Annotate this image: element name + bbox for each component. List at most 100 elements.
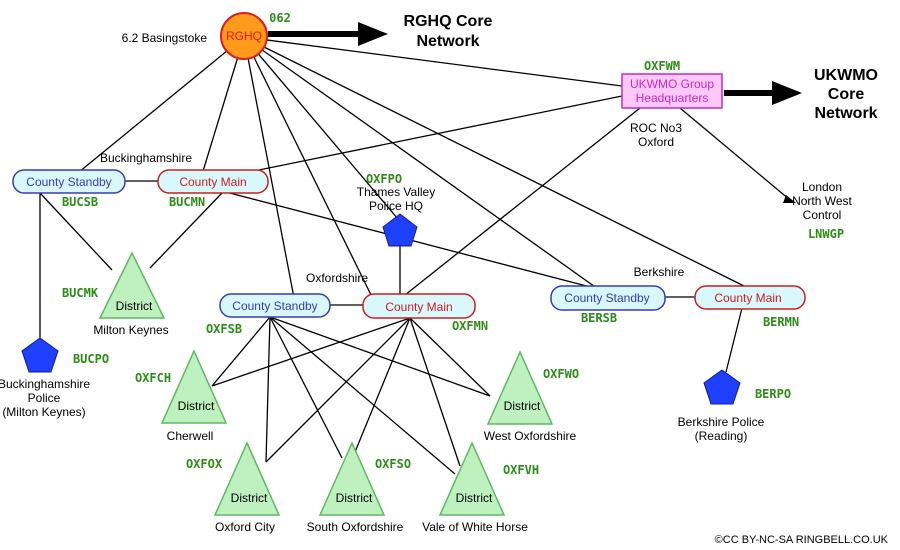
vale-triangle	[438, 441, 506, 516]
link-oxfsb-westoxon	[269, 316, 491, 397]
berks-standby-label: County Standby	[564, 291, 649, 305]
oxford-city-node: District	[213, 441, 281, 516]
rghq-core-line2: Network	[416, 33, 479, 50]
oxon-main-node: County Main	[362, 293, 476, 319]
bucks-main-label: County Main	[179, 175, 246, 189]
arrow-london	[783, 195, 796, 203]
oxon-standby-label: County Standby	[232, 299, 317, 313]
oxon-region-label: Oxfordshire	[306, 271, 368, 285]
rghq-label: RGHQ	[226, 29, 262, 43]
berks-main-label: County Main	[714, 291, 781, 305]
bucks-main-node: County Main	[157, 169, 269, 194]
ukwmo-core-line3: Network	[814, 105, 877, 122]
link-group-bucmn	[204, 95, 623, 182]
vale-name: Vale of White Horse	[422, 520, 528, 534]
ukwmo-group-code: OXFWM	[644, 59, 680, 73]
ukwmo-core-line2: Core	[828, 86, 865, 103]
link-oxfsb-southoxon	[269, 316, 343, 459]
bucks-police-line1: Buckinghamshire	[0, 377, 90, 391]
west-oxon-name: West Oxfordshire	[484, 429, 577, 443]
berks-standby-node: County Standby	[550, 285, 666, 311]
bucks-district-name: Milton Keynes	[93, 323, 168, 337]
link-bucsb-bucmk	[39, 192, 113, 271]
oxon-main-code: OXFMN	[452, 319, 488, 333]
bucks-standby-code: BUCSB	[62, 195, 98, 209]
vale-node: District	[438, 441, 506, 516]
cherwell-name: Cherwell	[167, 429, 214, 443]
oxon-standby-node: County Standby	[219, 293, 331, 318]
bucks-police-code: BUCPO	[73, 352, 109, 366]
link-rghq-bersb	[243, 36, 599, 290]
bucks-standby-label: County Standby	[26, 175, 111, 189]
oxon-standby-code: OXFSB	[206, 322, 242, 336]
cherwell-label: District	[178, 399, 215, 413]
connection-lines	[39, 36, 791, 475]
oxon-main-label: County Main	[385, 300, 452, 314]
bucks-police-pentagon	[21, 337, 59, 373]
ukwmo-group-loc2: Oxford	[638, 135, 674, 149]
oxford-city-name: Oxford City	[215, 520, 275, 534]
london-line3: Control	[803, 208, 842, 222]
link-oxfmn-oxfordcity	[265, 317, 411, 463]
bucks-district-label: District	[116, 299, 153, 313]
bucks-district-node: District	[98, 251, 166, 319]
west-oxon-code: OXFWO	[543, 367, 579, 381]
west-oxon-label: District	[504, 399, 541, 413]
copyright-notice: ©CC BY-NC-SA RINGBELL.CO.UK	[715, 534, 889, 546]
cherwell-triangle	[160, 349, 228, 424]
oxford-city-code: OXFOX	[186, 457, 223, 471]
ukwmo-group-line1: UKWMO Group	[630, 77, 714, 91]
berks-police-code: BERPO	[755, 387, 791, 401]
link-oxfmn-vale	[409, 317, 461, 467]
south-oxon-triangle	[318, 441, 386, 516]
link-bucmn-bucmk	[149, 192, 223, 269]
rghq-circle	[220, 12, 268, 60]
arrow-rghq-core	[268, 22, 388, 46]
rghq-core-line1: RGHQ Core	[404, 13, 493, 30]
link-group-london	[679, 107, 791, 201]
ukwmo-group-loc1: ROC No3	[630, 121, 682, 135]
south-oxon-name: South Oxfordshire	[307, 520, 404, 534]
link-oxfmn-westoxon	[409, 317, 491, 397]
bucks-main-code: BUCMN	[169, 195, 205, 209]
berks-region-label: Berkshire	[634, 265, 685, 279]
cherwell-node: District	[160, 349, 228, 424]
ukwmo-group-line2: Headquarters	[636, 91, 709, 105]
south-oxon-label: District	[336, 491, 373, 505]
link-rghq-oxfpo	[243, 36, 399, 220]
ukwmo-group-box	[621, 73, 723, 109]
berks-police-pentagon	[703, 369, 741, 405]
rghq-location: 6.2 Basingstoke	[122, 31, 208, 45]
cherwell-code: OXFCH	[135, 371, 171, 385]
berks-standby-code: BERSB	[581, 311, 617, 325]
south-oxon-node: District	[318, 441, 386, 516]
berks-main-node: County Main	[694, 285, 806, 310]
bucks-police-line3: (Milton Keynes)	[2, 405, 85, 419]
link-oxfmn-southoxon	[354, 317, 411, 453]
bucks-standby-node: County Standby	[12, 169, 126, 194]
bucks-region-label: Buckinghamshire	[100, 151, 192, 165]
rghq-node: RGHQ	[220, 12, 268, 60]
west-oxon-triangle	[486, 350, 554, 425]
link-rghq-bermn	[243, 36, 749, 289]
link-rghq-bucsb	[67, 36, 245, 182]
bucks-police-line2: Police	[28, 391, 61, 405]
bucks-district-code: BUCMK	[62, 286, 99, 300]
vale-code: OXFVH	[503, 463, 539, 477]
tv-police-line1: Thames Valley	[357, 185, 435, 199]
link-group-oxfmn	[399, 107, 641, 300]
berks-main-code: BERMN	[763, 315, 799, 329]
berks-police-line1: Berkshire Police	[678, 415, 765, 429]
link-oxfmn-cherwell	[211, 317, 411, 387]
ukwmo-group-node: UKWMO Group Headquarters	[621, 73, 723, 109]
berks-police-line2: (Reading)	[695, 429, 748, 443]
link-oxfsb-oxfordcity	[265, 316, 271, 463]
link-rghq-oxfsb	[243, 36, 296, 304]
oxford-city-label: District	[231, 491, 268, 505]
london-line2: North West	[792, 194, 852, 208]
london-line1: London	[802, 180, 842, 194]
ukwmo-core-line1: UKWMO	[814, 67, 878, 84]
link-bermn-berpo	[725, 307, 743, 373]
